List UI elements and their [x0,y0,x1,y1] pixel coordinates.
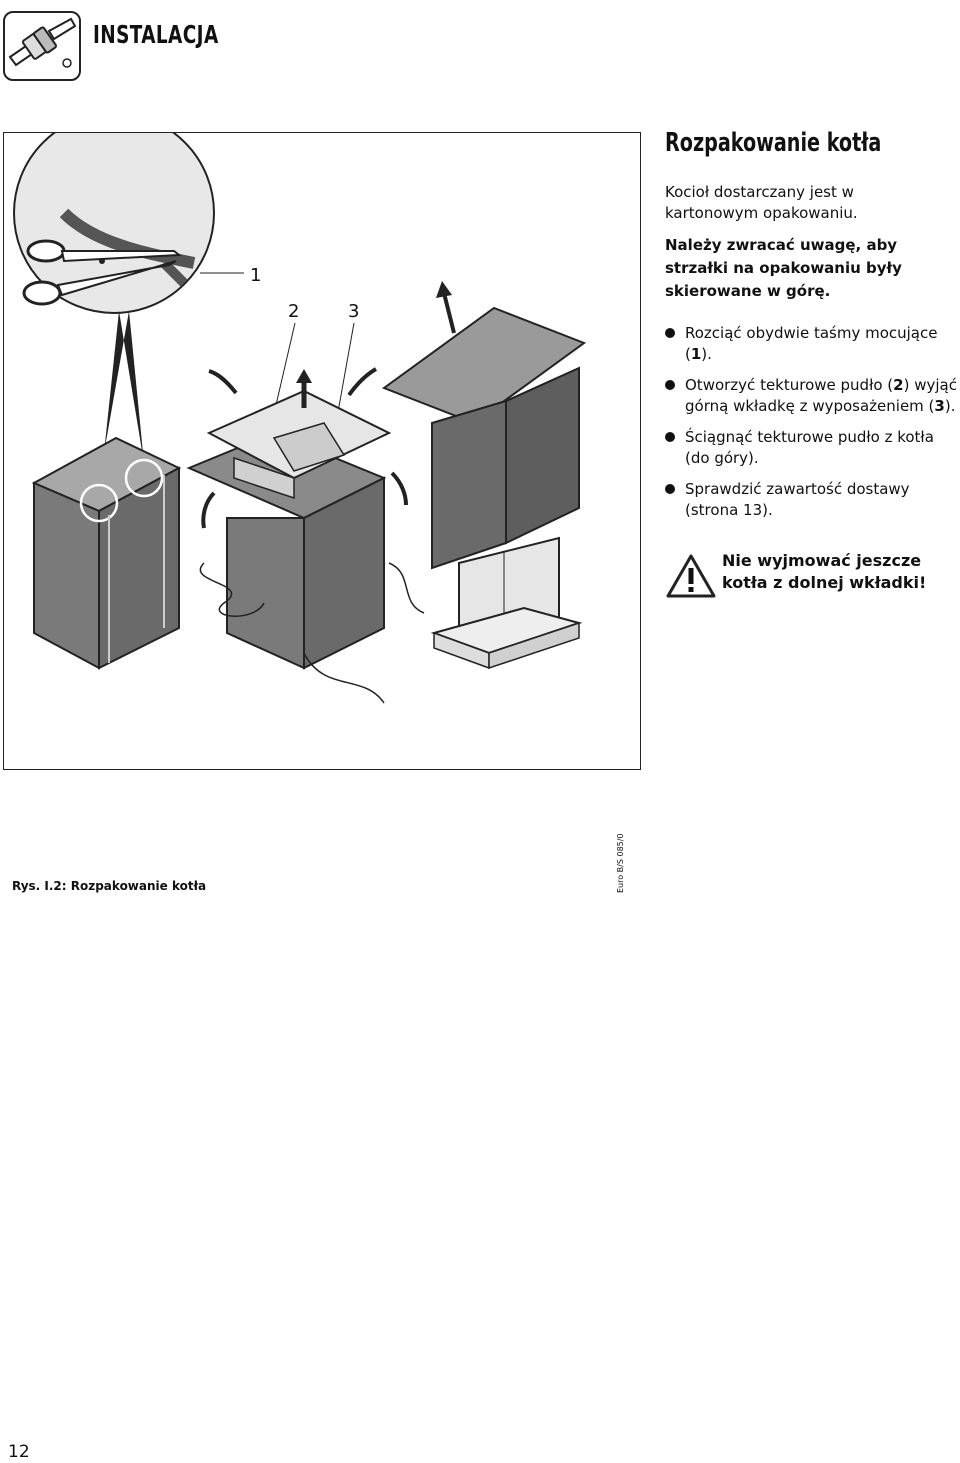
unpacking-illustration: 1 2 3 [13,133,587,704]
warning-triangle-icon [666,554,716,598]
closed-box [31,436,182,670]
callout-3: 3 [348,301,359,322]
list-item: Ściągnąć tekturowe pudło z kotła (do gór… [665,427,957,469]
callout-1: 1 [250,265,261,286]
page-header-title: INSTALACJA [93,20,219,49]
bullet-icon [665,432,675,442]
intro-paragraph: Kocioł dostarczany jest w kartonowym opa… [665,183,858,222]
bullet-icon [665,380,675,390]
opened-box [186,367,425,704]
bullet-icon [665,328,675,338]
warning-text: Nie wyjmować jeszcze kotła z dolnej wkła… [722,551,927,592]
list-item: Rozciąć obydwie taśmy mocujące (1). [665,323,957,365]
scissors-icon [22,239,182,306]
orientation-notice: Należy zwracać uwagę, aby strzałki na op… [665,236,902,300]
pipe-fitting-icon [8,17,77,68]
unpacking-figure: 1 2 3 [3,132,641,893]
page-number: 12 [8,1442,30,1462]
list-item: Sprawdzić zawartość dostawy (strona 13). [665,479,957,521]
bullet-icon [665,484,675,494]
figure-caption: Rys. I.2: Rozpakowanie kotła [12,879,207,893]
unpacking-steps: Rozciąć obydwie taśmy mocujące (1). Otwo… [665,323,957,531]
figure-reference-code: Euro B/S 085/0 [616,833,625,893]
list-item: Otworzyć tekturowe pudło (2) wyjąć górną… [665,375,957,417]
callout-2: 2 [288,301,299,322]
header-logo [3,11,81,81]
section-title: Rozpakowanie kotła [665,128,882,158]
lifted-box [381,281,587,670]
